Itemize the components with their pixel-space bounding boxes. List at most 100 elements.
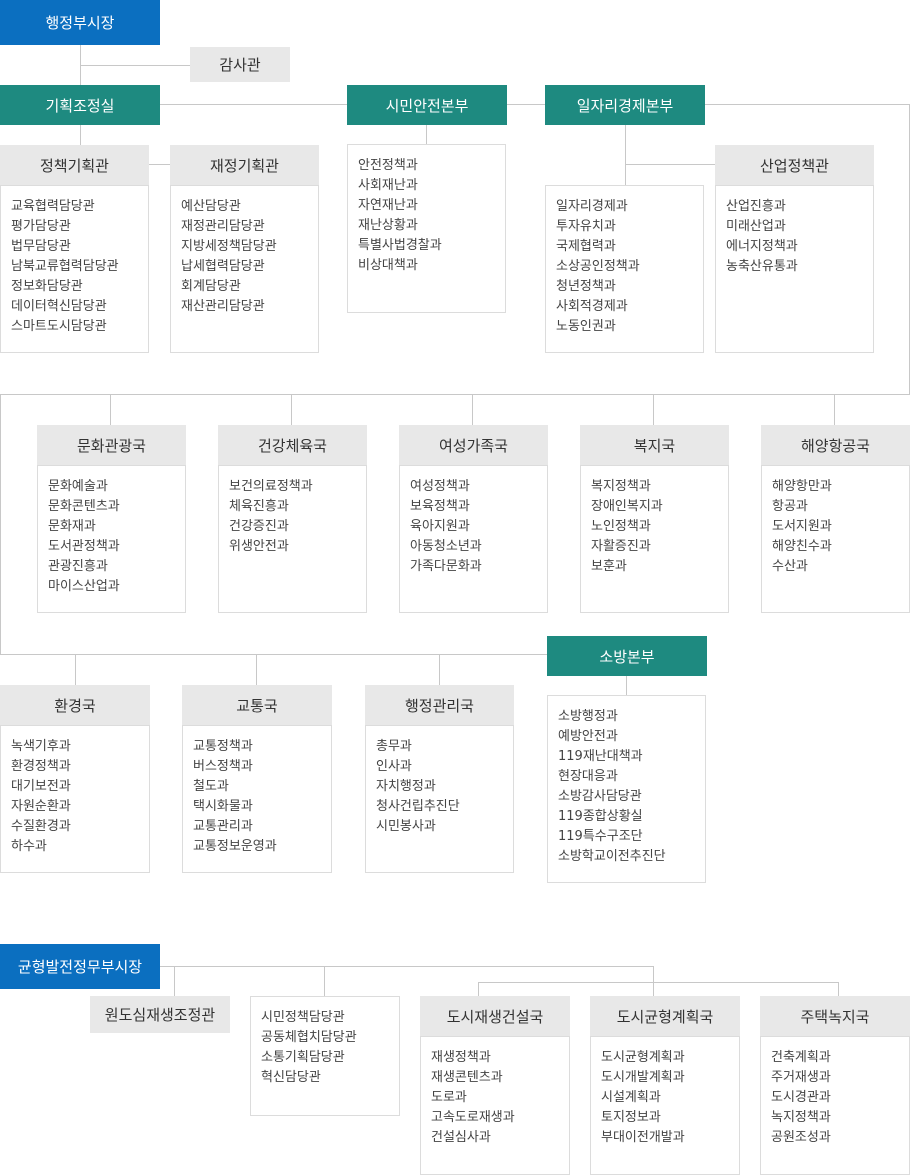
- list-item: 안전정책과: [358, 158, 418, 173]
- list-item: 복지정책과: [591, 479, 651, 494]
- bureau-urban-balance-planning-list: 도시균형계획과 도시개발계획과 시설계획과 토지정보과 부대이전개발과: [590, 1036, 740, 1175]
- list-item: 교통정책과: [193, 739, 253, 754]
- wondo-regeneration-officer: 원도심재생조정관: [90, 996, 230, 1033]
- list-item: 재정관리담당관: [181, 219, 265, 234]
- bureau-culture-tourism: 문화관광국: [37, 425, 186, 465]
- connector-line: [149, 164, 170, 165]
- bureau-admin-management: 행정관리국: [365, 685, 514, 725]
- list-item: 육아지원과: [410, 519, 470, 534]
- list-item: 여성정책과: [410, 479, 470, 494]
- list-item: 공원조성과: [771, 1130, 831, 1145]
- list-item: 청년정책과: [556, 279, 616, 294]
- list-item: 총무과: [376, 739, 412, 754]
- connector-line: [625, 164, 715, 165]
- list-item: 미래산업과: [726, 219, 786, 234]
- list-item: 보건의료정책과: [229, 479, 313, 494]
- list-item: 공동체협치담당관: [261, 1030, 357, 1045]
- list-item: 국제협력과: [556, 239, 616, 254]
- list-item: 장애인복지과: [591, 499, 663, 514]
- planning-office-node: 기획조정실: [0, 85, 160, 125]
- list-item: 도시경관과: [771, 1090, 831, 1105]
- industry-policy-list: 산업진흥과 미래산업과 에너지정책과 농축산유통과: [715, 185, 874, 353]
- list-item: 투자유치과: [556, 219, 616, 234]
- list-item: 해양친수과: [772, 539, 832, 554]
- list-item: 119종합상황실: [558, 809, 643, 824]
- list-item: 버스정책과: [193, 759, 253, 774]
- bureau-welfare: 복지국: [580, 425, 729, 465]
- list-item: 청사건립추진단: [376, 799, 460, 814]
- list-item: 부대이전개발과: [601, 1130, 685, 1145]
- list-item: 도시균형계획과: [601, 1050, 685, 1065]
- bureau-marine-aviation-list: 해양항만과 항공과 도서지원과 해양친수과 수산과: [761, 465, 910, 613]
- connector-line: [625, 125, 626, 185]
- list-item: 교통정보운영과: [193, 839, 277, 854]
- connector-line: [472, 394, 473, 425]
- list-item: 재생콘텐츠과: [431, 1070, 503, 1085]
- list-item: 지방세정책담당관: [181, 239, 277, 254]
- list-item: 소방감사담당관: [558, 789, 642, 804]
- list-item: 녹지정책과: [771, 1110, 831, 1125]
- list-item: 보훈과: [591, 559, 627, 574]
- list-item: 체육진흥과: [229, 499, 289, 514]
- list-item: 철도과: [193, 779, 229, 794]
- list-item: 재생정책과: [431, 1050, 491, 1065]
- list-item: 자활증진과: [591, 539, 651, 554]
- list-item: 교육협력담당관: [11, 199, 95, 214]
- list-item: 하수과: [11, 839, 47, 854]
- citizen-safety-list: 안전정책과 사회재난과 자연재난과 재난상황과 특별사법경찰과 비상대책과: [347, 144, 506, 313]
- bureau-transport-list: 교통정책과 버스정책과 철도과 택시화물과 교통관리과 교통정보운영과: [182, 725, 332, 873]
- balance-officers-list: 시민정책담당관 공동체협치담당관 소통기획담당관 혁신담당관: [250, 996, 400, 1116]
- list-item: 건강증진과: [229, 519, 289, 534]
- list-item: 재난상황과: [358, 218, 418, 233]
- fire-hq-list: 소방행정과 예방안전과 119재난대책과 현장대응과 소방감사담당관 119종합…: [547, 695, 706, 883]
- list-item: 남북교류협력담당관: [11, 259, 119, 274]
- list-item: 교통관리과: [193, 819, 253, 834]
- list-item: 택시화물과: [193, 799, 253, 814]
- list-item: 주거재생과: [771, 1070, 831, 1085]
- list-item: 자치행정과: [376, 779, 436, 794]
- list-item: 평가담당관: [11, 219, 71, 234]
- bureau-admin-management-list: 총무과 인사과 자치행정과 청사건립추진단 시민봉사과: [365, 725, 514, 873]
- connector-line: [478, 982, 838, 983]
- list-item: 비상대책과: [358, 258, 418, 273]
- bureau-environment-list: 녹색기후과 환경정책과 대기보전과 자원순환과 수질환경과 하수과: [0, 725, 150, 873]
- list-item: 인사과: [376, 759, 412, 774]
- finance-planning-list: 예산담당관 재정관리담당관 지방세정책담당관 납세협력담당관 회계담당관 재산관…: [170, 185, 319, 353]
- bureau-housing-green: 주택녹지국: [760, 996, 910, 1036]
- list-item: 예방안전과: [558, 729, 618, 744]
- connector-line: [75, 654, 76, 685]
- connector-line: [80, 125, 81, 145]
- jobs-economy-list: 일자리경제과 투자유치과 국제협력과 소상공인정책과 청년정책과 사회적경제과 …: [545, 185, 704, 353]
- list-item: 일자리경제과: [556, 199, 628, 214]
- list-item: 에너지정책과: [726, 239, 798, 254]
- connector-line: [291, 394, 292, 425]
- list-item: 가족다문화과: [410, 559, 482, 574]
- bureau-urban-balance-planning: 도시균형계획국: [590, 996, 740, 1036]
- list-item: 마이스산업과: [48, 579, 120, 594]
- list-item: 아동청소년과: [410, 539, 482, 554]
- list-item: 문화콘텐츠과: [48, 499, 120, 514]
- connector-line: [324, 966, 325, 996]
- connector-line: [110, 394, 111, 425]
- list-item: 수질환경과: [11, 819, 71, 834]
- bureau-environment: 환경국: [0, 685, 150, 725]
- policy-planning-list: 교육협력담당관 평가담당관 법무담당관 남북교류협력담당관 정보화담당관 데이터…: [0, 185, 149, 353]
- connector-line: [426, 125, 427, 144]
- audit-office-node: 감사관: [190, 47, 290, 82]
- list-item: 토지정보과: [601, 1110, 661, 1125]
- list-item: 혁신담당관: [261, 1070, 321, 1085]
- connector-line: [439, 654, 440, 685]
- connector-line: [653, 394, 654, 425]
- bureau-welfare-list: 복지정책과 장애인복지과 노인정책과 자활증진과 보훈과: [580, 465, 729, 613]
- list-item: 예산담당관: [181, 199, 241, 214]
- list-item: 도서지원과: [772, 519, 832, 534]
- connector-line: [256, 654, 257, 685]
- connector-line: [653, 982, 654, 996]
- list-item: 소방학교이전추진단: [558, 849, 666, 864]
- bureau-health-sports: 건강체육국: [218, 425, 367, 465]
- connector-line: [838, 982, 839, 996]
- bureau-marine-aviation: 해양항공국: [761, 425, 910, 465]
- list-item: 재산관리담당관: [181, 299, 265, 314]
- list-item: 건축계획과: [771, 1050, 831, 1065]
- list-item: 납세협력담당관: [181, 259, 265, 274]
